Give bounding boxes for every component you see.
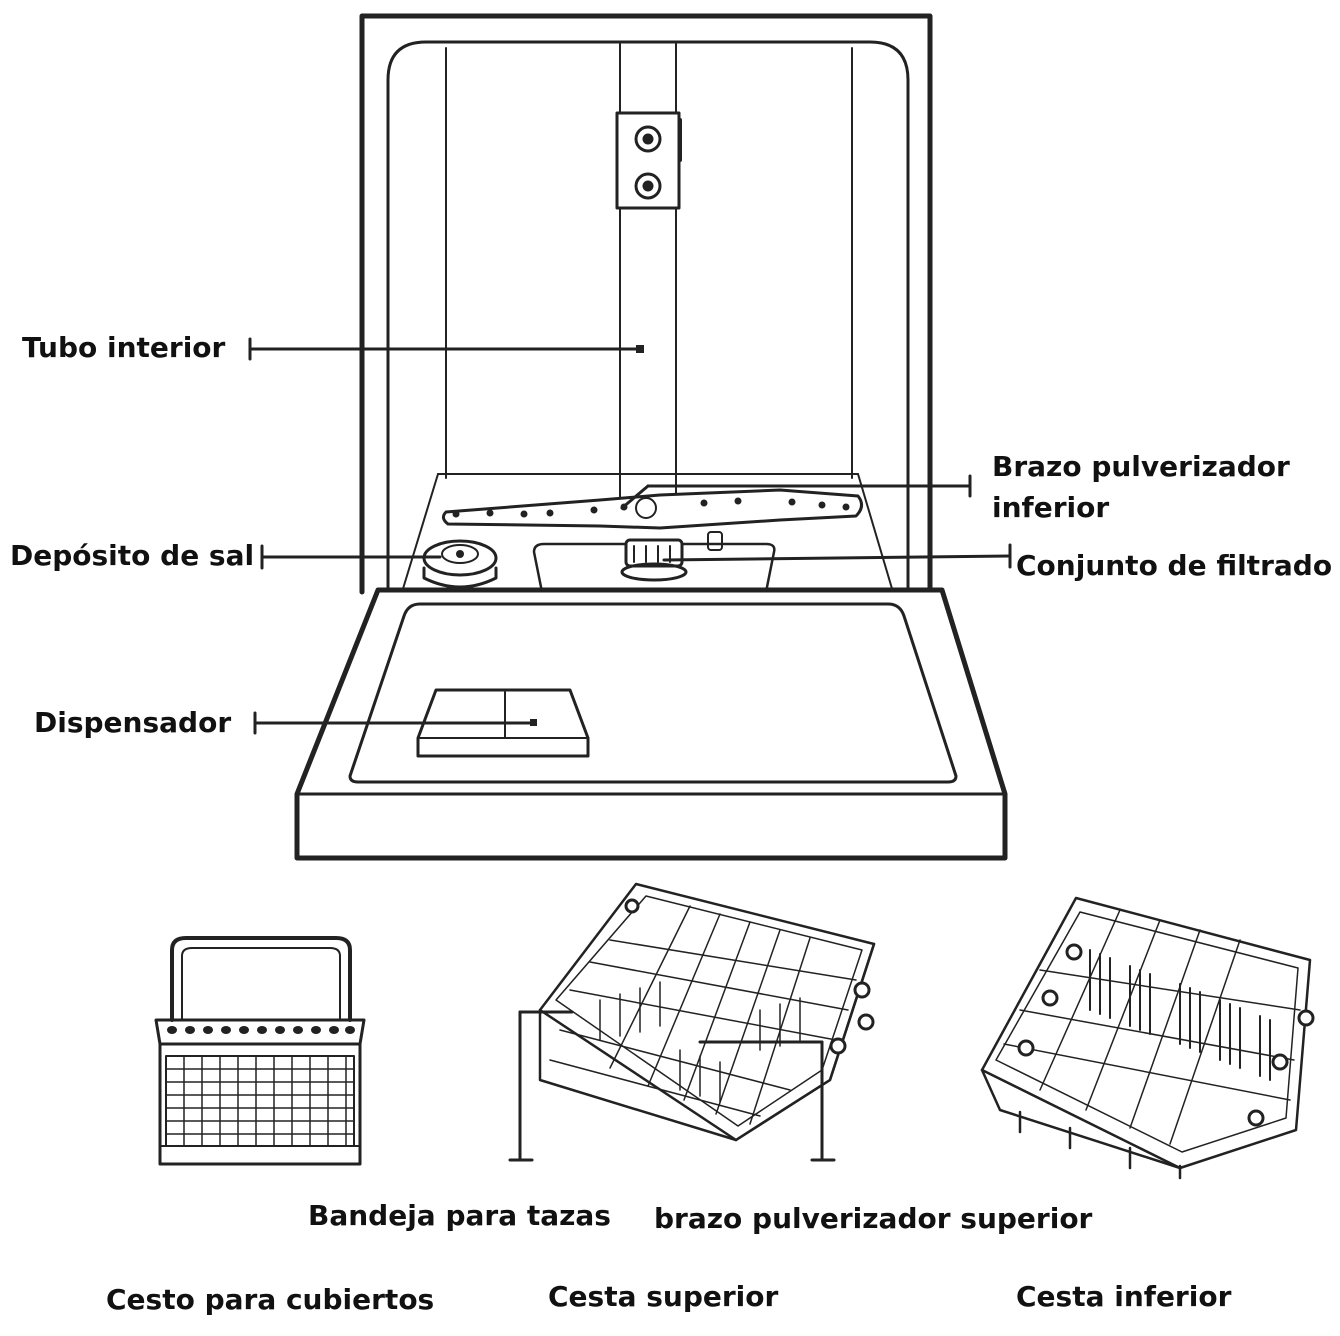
lower-basket-drawing [980, 896, 1312, 1170]
cutlery-basket-holes [167, 1026, 355, 1034]
label-cesta-superior: Cesta superior [548, 1280, 779, 1313]
leader-lines [248, 337, 1012, 1162]
upper-basket-tines [599, 981, 801, 1103]
label-dispensador: Dispensador [34, 706, 232, 739]
spray-arm-holes [452, 497, 850, 518]
dishwasher-tub [359, 13, 933, 595]
label-conjunto-filtrado: Conjunto de filtrado [1016, 549, 1333, 582]
label-deposito-sal: Depósito de sal [10, 539, 255, 572]
label-brazo-inferior-line2: inferior [992, 491, 1110, 524]
dishwasher-door [294, 587, 1008, 861]
label-cesto-cubiertos: Cesto para cubiertos [106, 1283, 435, 1316]
cutlery-basket-grid [165, 1055, 355, 1147]
lower-spray-arm [441, 488, 863, 530]
label-brazo-superior: brazo pulverizador superior [654, 1202, 1093, 1235]
lower-basket-tines [1089, 949, 1271, 1081]
lower-basket-feet [1018, 1110, 1182, 1180]
cutlery-basket-drawing [154, 936, 366, 1166]
inner-tube [615, 43, 682, 501]
filter-assembly [532, 531, 776, 594]
label-cesta-inferior: Cesta inferior [1016, 1280, 1232, 1313]
label-bandeja-tazas: Bandeja para tazas [308, 1199, 611, 1232]
label-brazo-inferior-line1: Brazo pulverizador [992, 450, 1290, 483]
upper-basket-drawing [538, 882, 876, 1142]
label-tubo-interior: Tubo interior [22, 331, 226, 364]
salt-reservoir [422, 539, 498, 589]
lower-basket-wheels [1017, 943, 1315, 1127]
upper-basket-wheels [624, 898, 875, 1055]
